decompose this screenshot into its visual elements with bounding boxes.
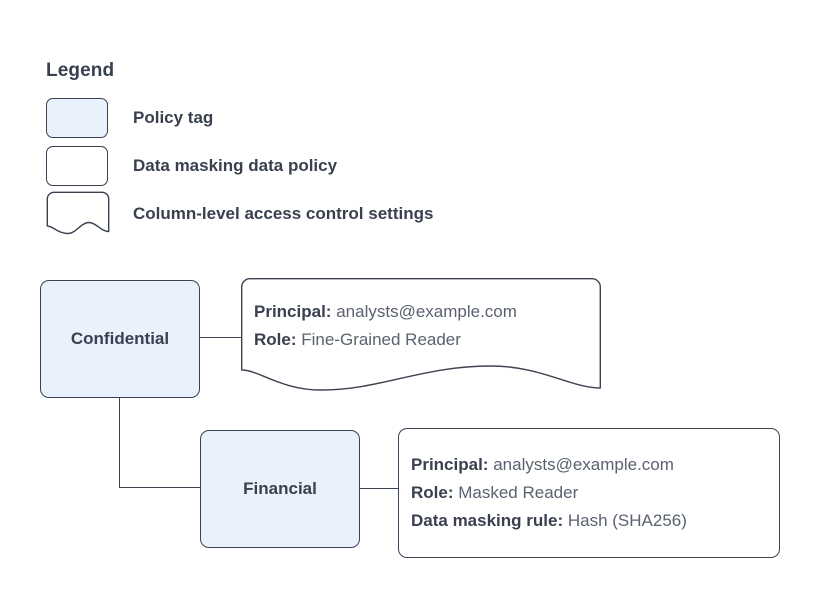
callout-financial-masking-policy[interactable]: Principal: analysts@example.com Role: Ma…: [398, 428, 780, 558]
node-label: Confidential: [70, 329, 170, 348]
data-masking-policy-swatch-icon: [46, 146, 108, 186]
policy-tag-swatch-icon: [46, 98, 108, 138]
legend-item-policy-tag: Policy tag: [46, 96, 213, 140]
callout-line: Role: Masked Reader: [411, 479, 779, 507]
legend-item-data-masking-policy: Data masking data policy: [46, 144, 337, 188]
callout-line-value: Fine-Grained Reader: [301, 330, 461, 349]
legend-title: Legend: [46, 60, 115, 81]
callout-confidential-access-control[interactable]: Principal: analysts@example.com Role: Fi…: [241, 278, 601, 398]
node-confidential[interactable]: Confidential: [40, 280, 200, 398]
callout-document-shape-icon: [241, 278, 601, 391]
access-control-settings-swatch-icon: [46, 191, 110, 237]
callout-line-value: analysts@example.com: [336, 302, 517, 321]
legend-item-label: Policy tag: [133, 108, 214, 127]
callout-line-key: Data masking rule:: [411, 511, 564, 530]
callout-line: Principal: analysts@example.com: [254, 298, 601, 326]
legend-item-access-control-settings: Column-level access control settings: [46, 191, 434, 237]
callout-line-value: Masked Reader: [458, 483, 579, 502]
connector-financial-to-masking-policy: [360, 488, 399, 490]
callout-text: Principal: analysts@example.com Role: Ma…: [399, 429, 779, 557]
connector-confidential-to-access-control: [200, 337, 241, 339]
connector-confidential-to-financial-vertical: [119, 398, 121, 488]
legend-item-label: Data masking data policy: [133, 156, 338, 175]
callout-line-key: Role:: [254, 330, 297, 349]
node-financial[interactable]: Financial: [200, 430, 360, 548]
callout-line-value: analysts@example.com: [493, 455, 674, 474]
node-label: Financial: [243, 479, 317, 498]
callout-line: Data masking rule: Hash (SHA256): [411, 507, 779, 535]
legend-item-label: Column-level access control settings: [133, 204, 434, 223]
callout-line-value: Hash (SHA256): [567, 511, 687, 530]
callout-line-key: Principal:: [254, 302, 332, 321]
callout-line: Principal: analysts@example.com: [411, 451, 779, 479]
callout-line-key: Principal:: [411, 455, 489, 474]
callout-text: Principal: analysts@example.com Role: Fi…: [241, 278, 601, 398]
connector-confidential-to-financial-horizontal: [119, 487, 201, 489]
callout-line-key: Role:: [411, 483, 454, 502]
callout-line: Role: Fine-Grained Reader: [254, 326, 601, 354]
